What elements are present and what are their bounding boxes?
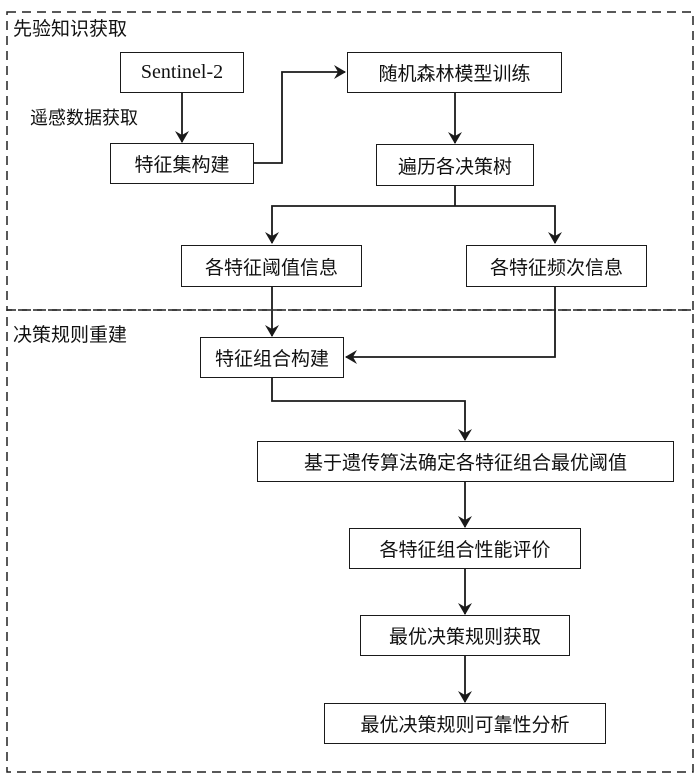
edge-label-remote-sensing: 遥感数据获取 <box>30 108 138 129</box>
node-threshold-info: 各特征阈值信息 <box>181 245 362 287</box>
edge-split-to-frequency <box>455 205 562 244</box>
edge-combination-to-ga <box>271 378 472 441</box>
section-label-rule-reconstruction: 决策规则重建 <box>13 324 128 346</box>
node-combination-build: 特征组合构建 <box>200 337 344 378</box>
section-frame-prior-knowledge <box>6 11 694 311</box>
node-best-rule: 最优决策规则获取 <box>360 615 570 656</box>
node-ga-threshold: 基于遗传算法确定各特征组合最优阈值 <box>257 441 674 482</box>
node-traverse-trees: 遍历各决策树 <box>376 144 534 186</box>
node-sentinel-2: Sentinel-2 <box>120 52 244 93</box>
edge-feature-set-to-rf <box>253 65 346 164</box>
node-feature-set: 特征集构建 <box>110 143 254 184</box>
node-rf-training: 随机森林模型训练 <box>347 52 562 93</box>
node-reliability-analysis: 最优决策规则可靠性分析 <box>324 703 606 744</box>
section-frame-rule-reconstruction <box>6 309 694 773</box>
node-frequency-info: 各特征频次信息 <box>466 245 647 287</box>
edge-split-to-threshold <box>265 205 455 244</box>
edge-frequency-to-combination <box>345 287 556 364</box>
node-performance-eval: 各特征组合性能评价 <box>349 528 581 569</box>
section-label-prior-knowledge: 先验知识获取 <box>13 18 128 40</box>
